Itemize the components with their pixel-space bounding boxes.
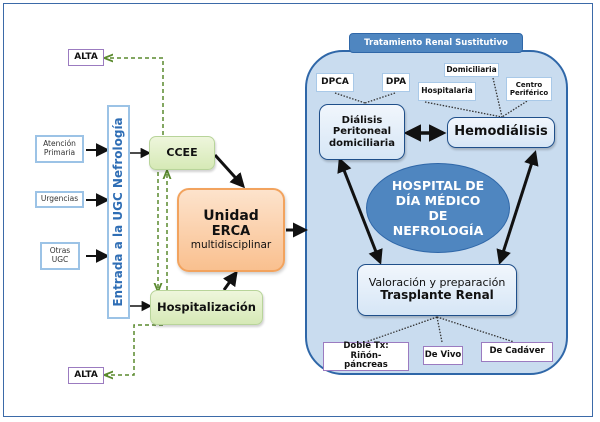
arrow-hosp-erca	[222, 270, 238, 291]
trasplante-renal-box: Valoración y preparación Trasplante Rena…	[357, 264, 517, 316]
dashed-hosp-alta	[106, 324, 163, 375]
doble-tx-box: Doble Tx: Riñón-páncreas	[323, 341, 409, 371]
dialisis-peritoneal-box: Diálisis Peritoneal domiciliaria	[319, 104, 405, 160]
hospital-dia-ellipse: HOSPITAL DE DÍA MÉDICO DE NEFROLOGÍA	[366, 163, 510, 253]
alta-top: ALTA	[68, 49, 104, 66]
domiciliaria-box: Domiciliaria	[444, 63, 499, 77]
hemodialisis-box: Hemodiálisis	[447, 117, 555, 148]
unidad-erca-box: Unidad ERCA multidisciplinar	[177, 188, 285, 272]
ccee-box: CCEE	[149, 136, 215, 170]
trasplante-line2: Trasplante Renal	[380, 288, 494, 303]
dpca-box: DPCA	[316, 73, 354, 92]
arrow-hd-tx	[496, 150, 539, 265]
erca-line1: Unidad	[203, 208, 259, 225]
erca-line3: multidisciplinar	[190, 239, 272, 252]
source-atencion-primaria: Atención Primaria	[35, 135, 84, 163]
trs-title: Tratamiento Renal Sustitutivo	[349, 33, 523, 53]
entry-ugc-nefrologia: Entrada a la UGC Nefrología	[107, 105, 130, 319]
centro-periferico-box: Centro Periférico	[506, 77, 552, 101]
dotted-connectors	[334, 77, 533, 343]
dashed-ccee-alta	[106, 58, 164, 135]
source-otras-ugc: Otras UGC	[40, 242, 80, 270]
de-cadaver-box: De Cadáver	[481, 342, 553, 362]
source-urgencias: Urgencias	[35, 191, 84, 208]
entry-label: Entrada a la UGC Nefrología	[110, 117, 125, 307]
hospitalaria-box: Hospitalaria	[418, 82, 476, 101]
arrow-dp-tx	[337, 157, 383, 265]
erca-line2: ERCA	[211, 223, 251, 239]
dpa-box: DPA	[382, 73, 410, 92]
arrow-ccee-erca	[213, 153, 246, 189]
de-vivo-box: De Vivo	[423, 346, 463, 365]
alta-bottom: ALTA	[68, 367, 104, 384]
trasplante-line1: Valoración y preparación	[368, 275, 506, 289]
hospitalizacion-box: Hospitalización	[150, 290, 263, 325]
